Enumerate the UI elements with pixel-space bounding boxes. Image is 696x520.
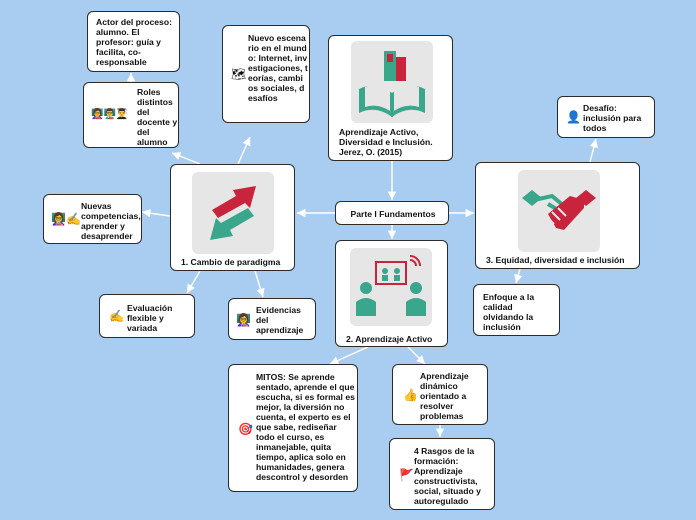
person-silhouette-icon: 👤 xyxy=(566,110,581,124)
cambio-label: 1. Cambio de paradigma xyxy=(181,257,281,267)
enfoque-label: Enfoque a la calidad olvidando la inclus… xyxy=(483,292,535,332)
mitos-label: MITOS: Se aprende sentado, aprende el qu… xyxy=(256,372,355,482)
book-label: Aprendizaje Activo, Diversidad e Inclusi… xyxy=(339,127,433,157)
rasgos-label: 4 Rasgos de la formación: Aprendizaje co… xyxy=(414,446,481,506)
mitos-node[interactable]: 🎯 MITOS: Se aprende sentado, aprende el … xyxy=(228,364,358,492)
evaluacion-label: Evaluación flexible y variada xyxy=(127,303,173,333)
teachers-students-icon: 👩‍🏫👨‍🏫👨‍🎓 xyxy=(91,109,129,120)
arrows-exchange-icon xyxy=(192,172,274,254)
world-map-icon: 🗺 xyxy=(231,67,247,81)
thumbs-up-icon: 👍 xyxy=(403,388,418,402)
enfoque-node[interactable]: Enfoque a la calidad olvidando la inclus… xyxy=(473,284,560,336)
teacher-icon: 👩‍🏫 xyxy=(236,313,251,327)
video-conference-icon xyxy=(350,248,432,326)
center-node[interactable]: Parte I Fundamentos xyxy=(335,201,449,225)
nuevo-node[interactable]: 🗺 Nuevo escenario en el mundo: Internet,… xyxy=(222,25,310,123)
desafio-node[interactable]: 👤 Desafío: inclusión para todos xyxy=(557,96,655,138)
aprendizaje-node[interactable]: 2. Aprendizaje Activo xyxy=(335,240,448,347)
aprendizaje-label: 2. Aprendizaje Activo xyxy=(346,334,433,344)
writing-hand-icon: ✍ xyxy=(109,309,124,323)
equidad-node[interactable]: 3. Equidad, diversidad e inclusión xyxy=(475,162,640,269)
roles-node[interactable]: 👩‍🏫👨‍🏫👨‍🎓 Roles distintos del docente y … xyxy=(83,82,179,148)
cambio-node[interactable]: 1. Cambio de paradigma xyxy=(170,164,295,271)
nuevo-label: Nuevo escenario en el mundo: Internet, i… xyxy=(248,33,308,103)
evidencias-node[interactable]: 👩‍🏫 Evidencias del aprendizaje xyxy=(228,298,316,340)
competencias-node[interactable]: 👩‍🏫✍ Nuevas competencias, aprender y des… xyxy=(43,194,142,244)
rasgos-node[interactable]: 🚩 4 Rasgos de la formación: Aprendizaje … xyxy=(389,438,495,510)
teacher-writing-icon: 👩‍🏫✍ xyxy=(51,212,81,226)
dinamico-node[interactable]: 👍 Aprendizaje dinámico orientado a resol… xyxy=(392,364,488,425)
target-icon: 🎯 xyxy=(238,422,253,436)
actor-label: Actor del proceso: alumno. El profesor: … xyxy=(96,17,172,67)
open-book-icon xyxy=(351,41,433,123)
equidad-label: 3. Equidad, diversidad e inclusión xyxy=(486,255,625,265)
roles-label: Roles distintos del docente y del alumno xyxy=(137,87,178,147)
handshake-icon xyxy=(518,170,600,252)
evidencias-label: Evidencias del aprendizaje xyxy=(256,305,304,335)
red-flag-icon: 🚩 xyxy=(399,468,414,482)
evaluacion-node[interactable]: ✍ Evaluación flexible y variada xyxy=(99,294,195,338)
actor-node[interactable]: Actor del proceso: alumno. El profesor: … xyxy=(87,11,180,72)
competencias-label: Nuevas competencias, aprender y desapren… xyxy=(81,201,141,241)
dinamico-label: Aprendizaje dinámico orientado a resolve… xyxy=(420,371,469,421)
book-node[interactable]: Aprendizaje Activo, Diversidad e Inclusi… xyxy=(328,35,453,161)
desafio-label: Desafío: inclusión para todos xyxy=(583,103,642,133)
center-label: Parte I Fundamentos xyxy=(350,209,436,219)
